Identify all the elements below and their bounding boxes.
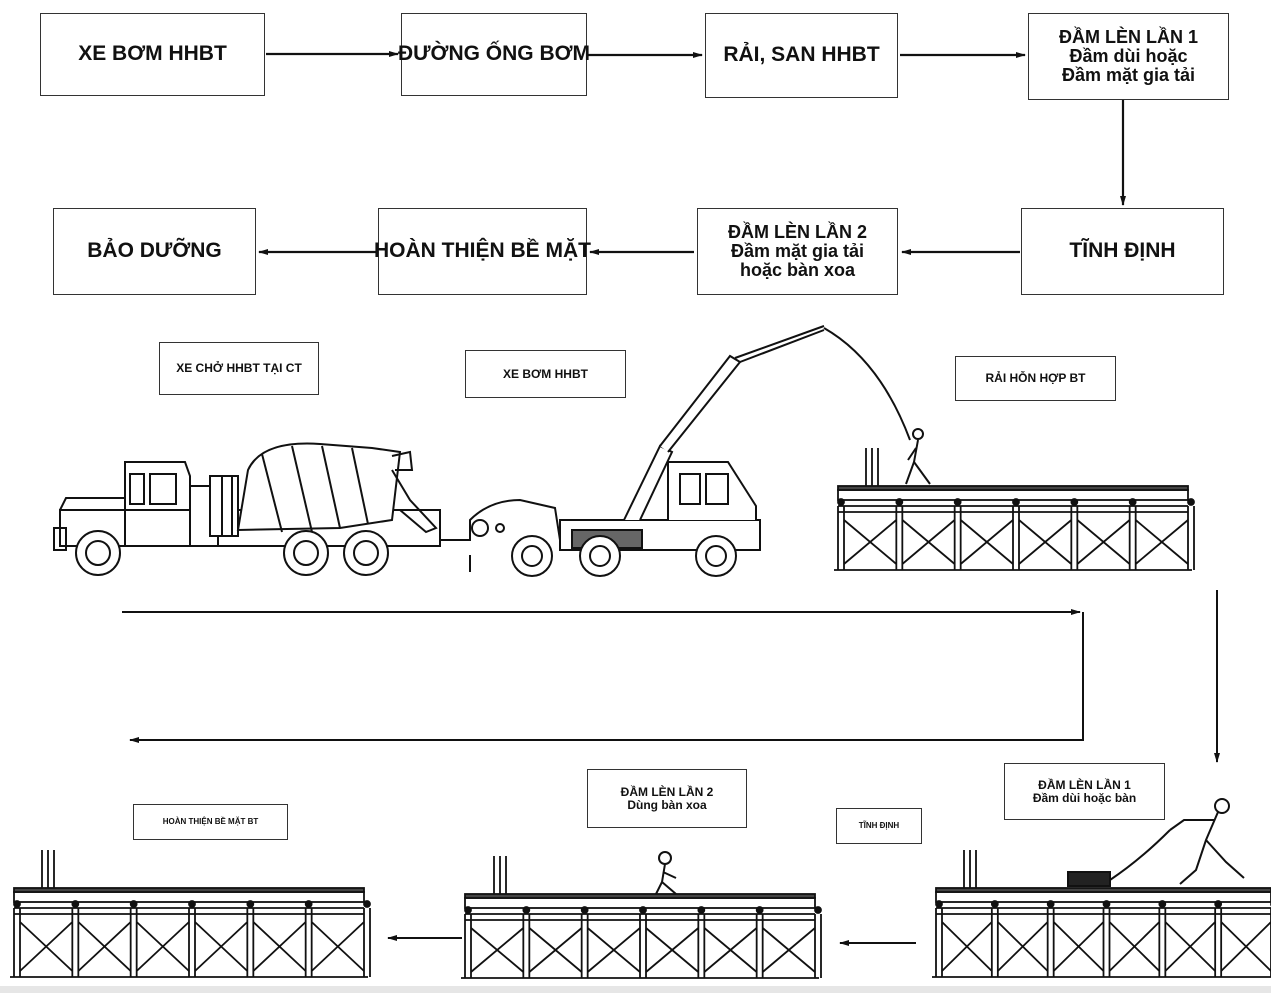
flow-box-spread: RẢI, SAN HHBT — [705, 13, 898, 98]
flow-box-compaction-2-title: ĐẦM LÈN LẦN 2 — [728, 223, 867, 242]
concrete-mixer-truck-icon — [54, 444, 440, 575]
formwork-deck-finish — [10, 850, 370, 977]
label-compaction-1: ĐẦM LÈN LẦN 1 Đầm dùi hoặc bàn — [1004, 763, 1165, 820]
bottom-edge-strip — [0, 986, 1271, 993]
flow-box-curing: BẢO DƯỠNG — [53, 208, 256, 295]
label-pour: RẢI HỖN HỢP BT — [955, 356, 1116, 401]
flow-box-compaction-2: ĐẦM LÈN LẦN 2 Đầm mặt gia tải hoặc bàn x… — [697, 208, 898, 295]
label-compaction-2: ĐẦM LÈN LẦN 2 Dùng bàn xoa — [587, 769, 747, 828]
flow-box-compaction-1-title: ĐẦM LÈN LẦN 1 — [1059, 28, 1198, 47]
flow-box-compaction-2-line3: hoặc bàn xoa — [740, 261, 855, 280]
label-mixer-truck: XE CHỞ HHBT TẠI CT — [159, 342, 319, 395]
flow-box-compaction-1: ĐẦM LÈN LẦN 1 Đầm dùi hoặc Đầm mặt gia t… — [1028, 13, 1229, 100]
flow-box-settle-label: TĨNH ĐỊNH — [1069, 240, 1175, 262]
worker-trowel-icon — [656, 852, 676, 894]
flow-box-surface-finish: HOÀN THIỆN BỀ MẶT — [378, 208, 587, 295]
flow-box-pump-pipe-label: ĐƯỜNG ỐNG BƠM — [398, 43, 590, 65]
flow-box-compaction-2-line2: Đầm mặt gia tải — [731, 242, 864, 261]
formwork-deck-compaction-2 — [461, 856, 821, 978]
label-settle: TĨNH ĐỊNH — [836, 808, 922, 844]
flow-box-curing-label: BẢO DƯỠNG — [87, 240, 222, 262]
flow-box-compaction-1-line2: Đầm dùi hoặc — [1069, 47, 1187, 66]
flow-box-pump-pipe: ĐƯỜNG ỐNG BƠM — [401, 13, 587, 96]
loop-return — [130, 612, 1083, 740]
flow-box-surface-finish-label: HOÀN THIỆN BỀ MẶT — [374, 240, 591, 262]
formwork-deck-compaction-1 — [932, 850, 1271, 977]
flow-box-spread-label: RẢI, SAN HHBT — [723, 44, 879, 66]
flow-box-pump-truck-label: XE BƠM HHBT — [78, 43, 227, 65]
flow-box-pump-truck: XE BƠM HHBT — [40, 13, 265, 96]
flow-box-compaction-1-line3: Đầm mặt gia tải — [1062, 66, 1195, 85]
flow-box-settle: TĨNH ĐỊNH — [1021, 208, 1224, 295]
label-pump-truck: XE BƠM HHBT — [465, 350, 626, 398]
formwork-deck-pour — [834, 448, 1194, 570]
label-surface-finish: HOÀN THIỆN BỀ MẶT BT — [133, 804, 288, 840]
